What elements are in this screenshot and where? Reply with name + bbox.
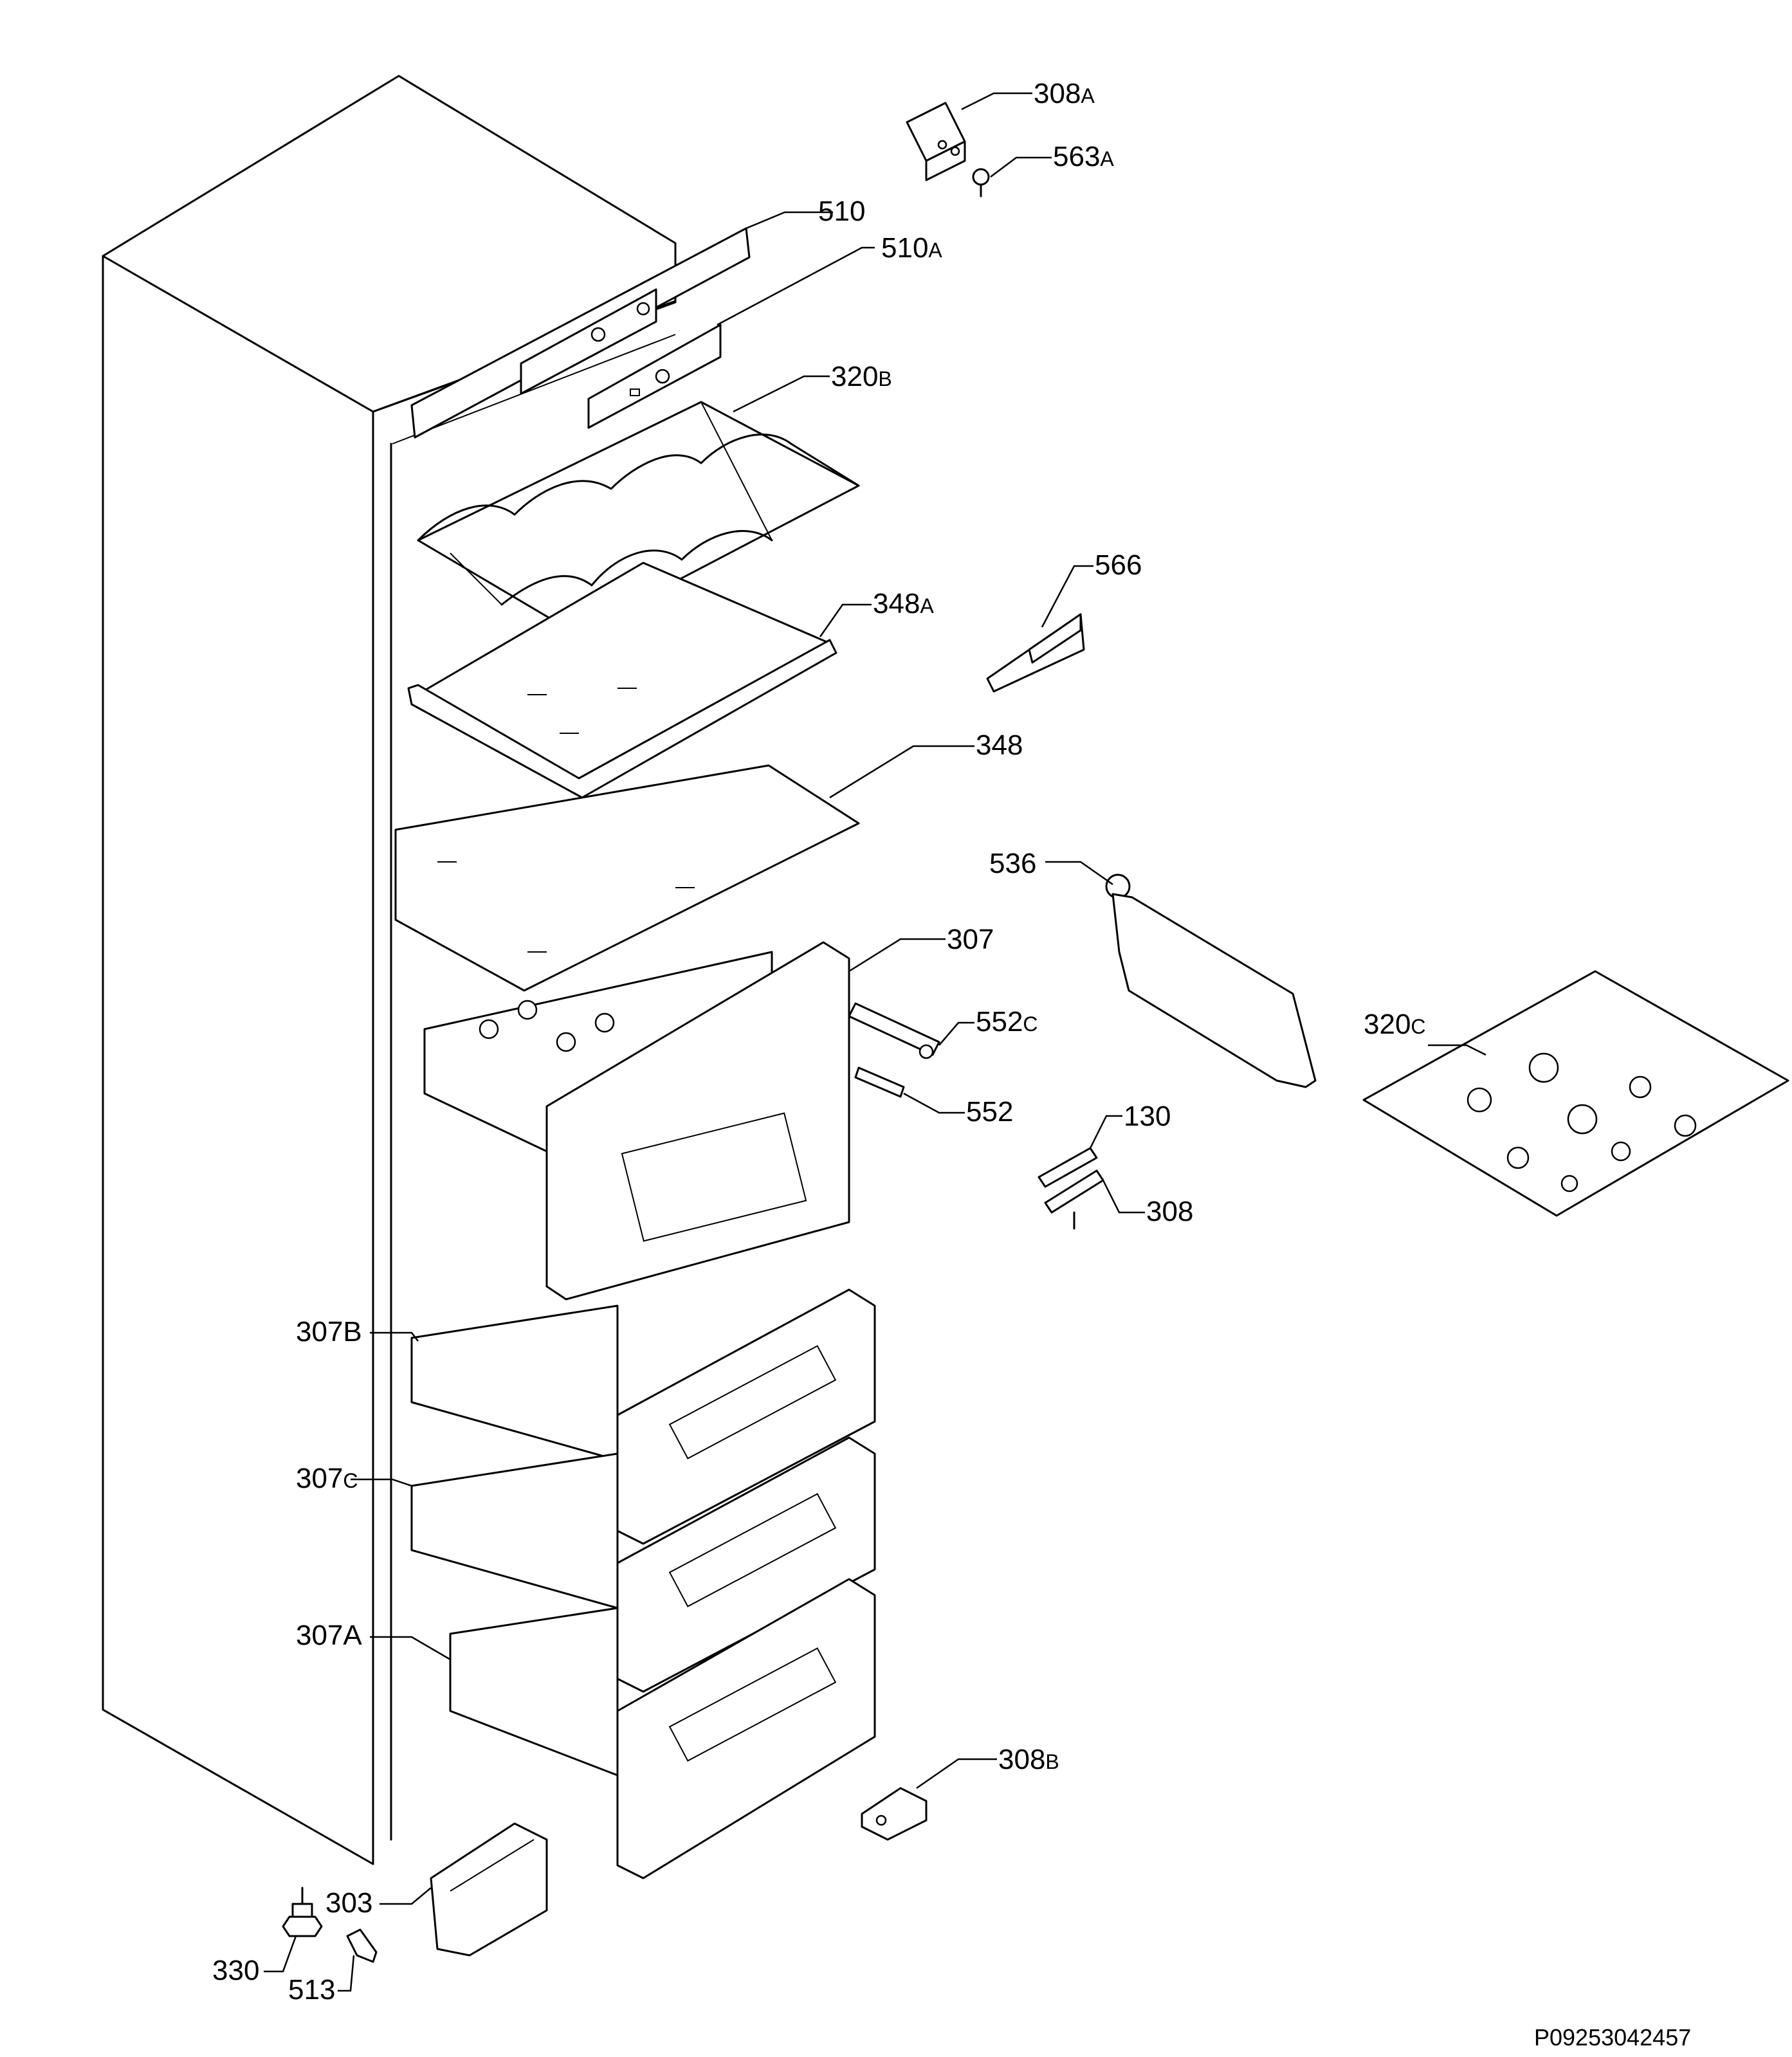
callout-308b: 308B xyxy=(998,1744,1059,1775)
callout-number: 307B xyxy=(296,1316,362,1348)
screw-part xyxy=(972,168,990,197)
callout-552: 552 xyxy=(966,1096,1013,1128)
callout-330: 330 xyxy=(212,1955,259,1986)
callout-307a: 307A xyxy=(296,1620,362,1651)
callout-number: 307 xyxy=(296,1463,343,1494)
callout-suffix: A xyxy=(1081,84,1095,107)
callout-number: 308 xyxy=(1146,1196,1193,1227)
control-panel-part xyxy=(410,227,751,439)
callout-number: 320 xyxy=(831,361,878,392)
panel-insert-part xyxy=(587,324,722,429)
callout-labels: 308A563A510510A320B566348A348536307552C5… xyxy=(212,78,1426,2006)
callout-number: 566 xyxy=(1095,549,1142,581)
plinth-part xyxy=(430,1822,548,1957)
callout-suffix: B xyxy=(878,367,891,390)
callout-566: 566 xyxy=(1095,549,1142,581)
callout-number: 320 xyxy=(1364,1009,1411,1040)
drawer-307c-part xyxy=(410,1436,876,1693)
glass-shelf-part xyxy=(394,764,860,992)
callout-number: 552 xyxy=(966,1096,1013,1128)
callout-number: 307 xyxy=(947,924,994,955)
callout-307c: 307C xyxy=(296,1463,358,1494)
callout-308: 308 xyxy=(1146,1196,1193,1227)
clip-part xyxy=(986,613,1085,693)
callout-number: 308 xyxy=(1034,78,1081,109)
callout-number: 308 xyxy=(998,1744,1045,1775)
callout-number: 130 xyxy=(1124,1101,1171,1132)
drawing-code: P09253042457 xyxy=(1534,2024,1691,2051)
leader-lines xyxy=(264,92,1486,1992)
callout-308a: 308A xyxy=(1034,78,1095,109)
callout-number: 330 xyxy=(212,1955,259,1986)
callout-suffix: C xyxy=(1023,1012,1038,1036)
callout-510: 510 xyxy=(818,196,865,227)
hinge-bracket-top-part xyxy=(906,102,966,181)
spacer-part xyxy=(346,1928,378,1963)
callout-number: 552 xyxy=(976,1006,1023,1038)
callout-303: 303 xyxy=(325,1887,372,1919)
callout-number: 510 xyxy=(818,196,865,227)
callout-348: 348 xyxy=(976,729,1023,761)
callout-suffix: A xyxy=(1100,147,1114,170)
callout-320b: 320B xyxy=(831,361,892,392)
drawer-rail-part xyxy=(848,1002,940,1098)
callout-536: 536 xyxy=(989,848,1036,879)
callout-number: 348 xyxy=(976,729,1023,761)
callout-number: 307A xyxy=(296,1620,362,1651)
middle-hinge-part xyxy=(1038,1147,1104,1230)
callout-number: 563 xyxy=(1053,141,1100,172)
callout-suffix: A xyxy=(928,239,942,262)
callout-suffix: B xyxy=(1045,1750,1059,1773)
callout-suffix: A xyxy=(920,594,934,617)
callout-130: 130 xyxy=(1124,1101,1171,1132)
callout-510a: 510A xyxy=(881,232,942,264)
callout-348a: 348A xyxy=(873,588,934,619)
callout-suffix: C xyxy=(343,1469,358,1492)
callout-552c: 552C xyxy=(976,1006,1038,1038)
freezer-drawer-top-part xyxy=(423,941,850,1301)
callout-number: 303 xyxy=(325,1887,372,1919)
glass-shelf-trim-part xyxy=(407,562,837,799)
bottle-rack-part xyxy=(417,401,860,635)
callout-307: 307 xyxy=(947,924,994,955)
callout-320c: 320C xyxy=(1364,1009,1426,1040)
hinge-bracket-bottom-part xyxy=(861,1787,928,1841)
callout-suffix: C xyxy=(1411,1015,1425,1038)
drawer-307a-part xyxy=(449,1578,876,1879)
callout-number: 513 xyxy=(288,1974,335,2006)
callout-number: 510 xyxy=(881,232,928,264)
callout-563a: 563A xyxy=(1053,141,1114,172)
perforated-tray-part xyxy=(1362,970,1789,1217)
callout-number: 536 xyxy=(989,848,1036,879)
flap-part xyxy=(1105,873,1317,1088)
callout-number: 348 xyxy=(873,588,920,619)
callout-307b: 307B xyxy=(296,1316,362,1348)
callout-513: 513 xyxy=(288,1974,335,2006)
adjustable-foot-part xyxy=(282,1887,323,1937)
